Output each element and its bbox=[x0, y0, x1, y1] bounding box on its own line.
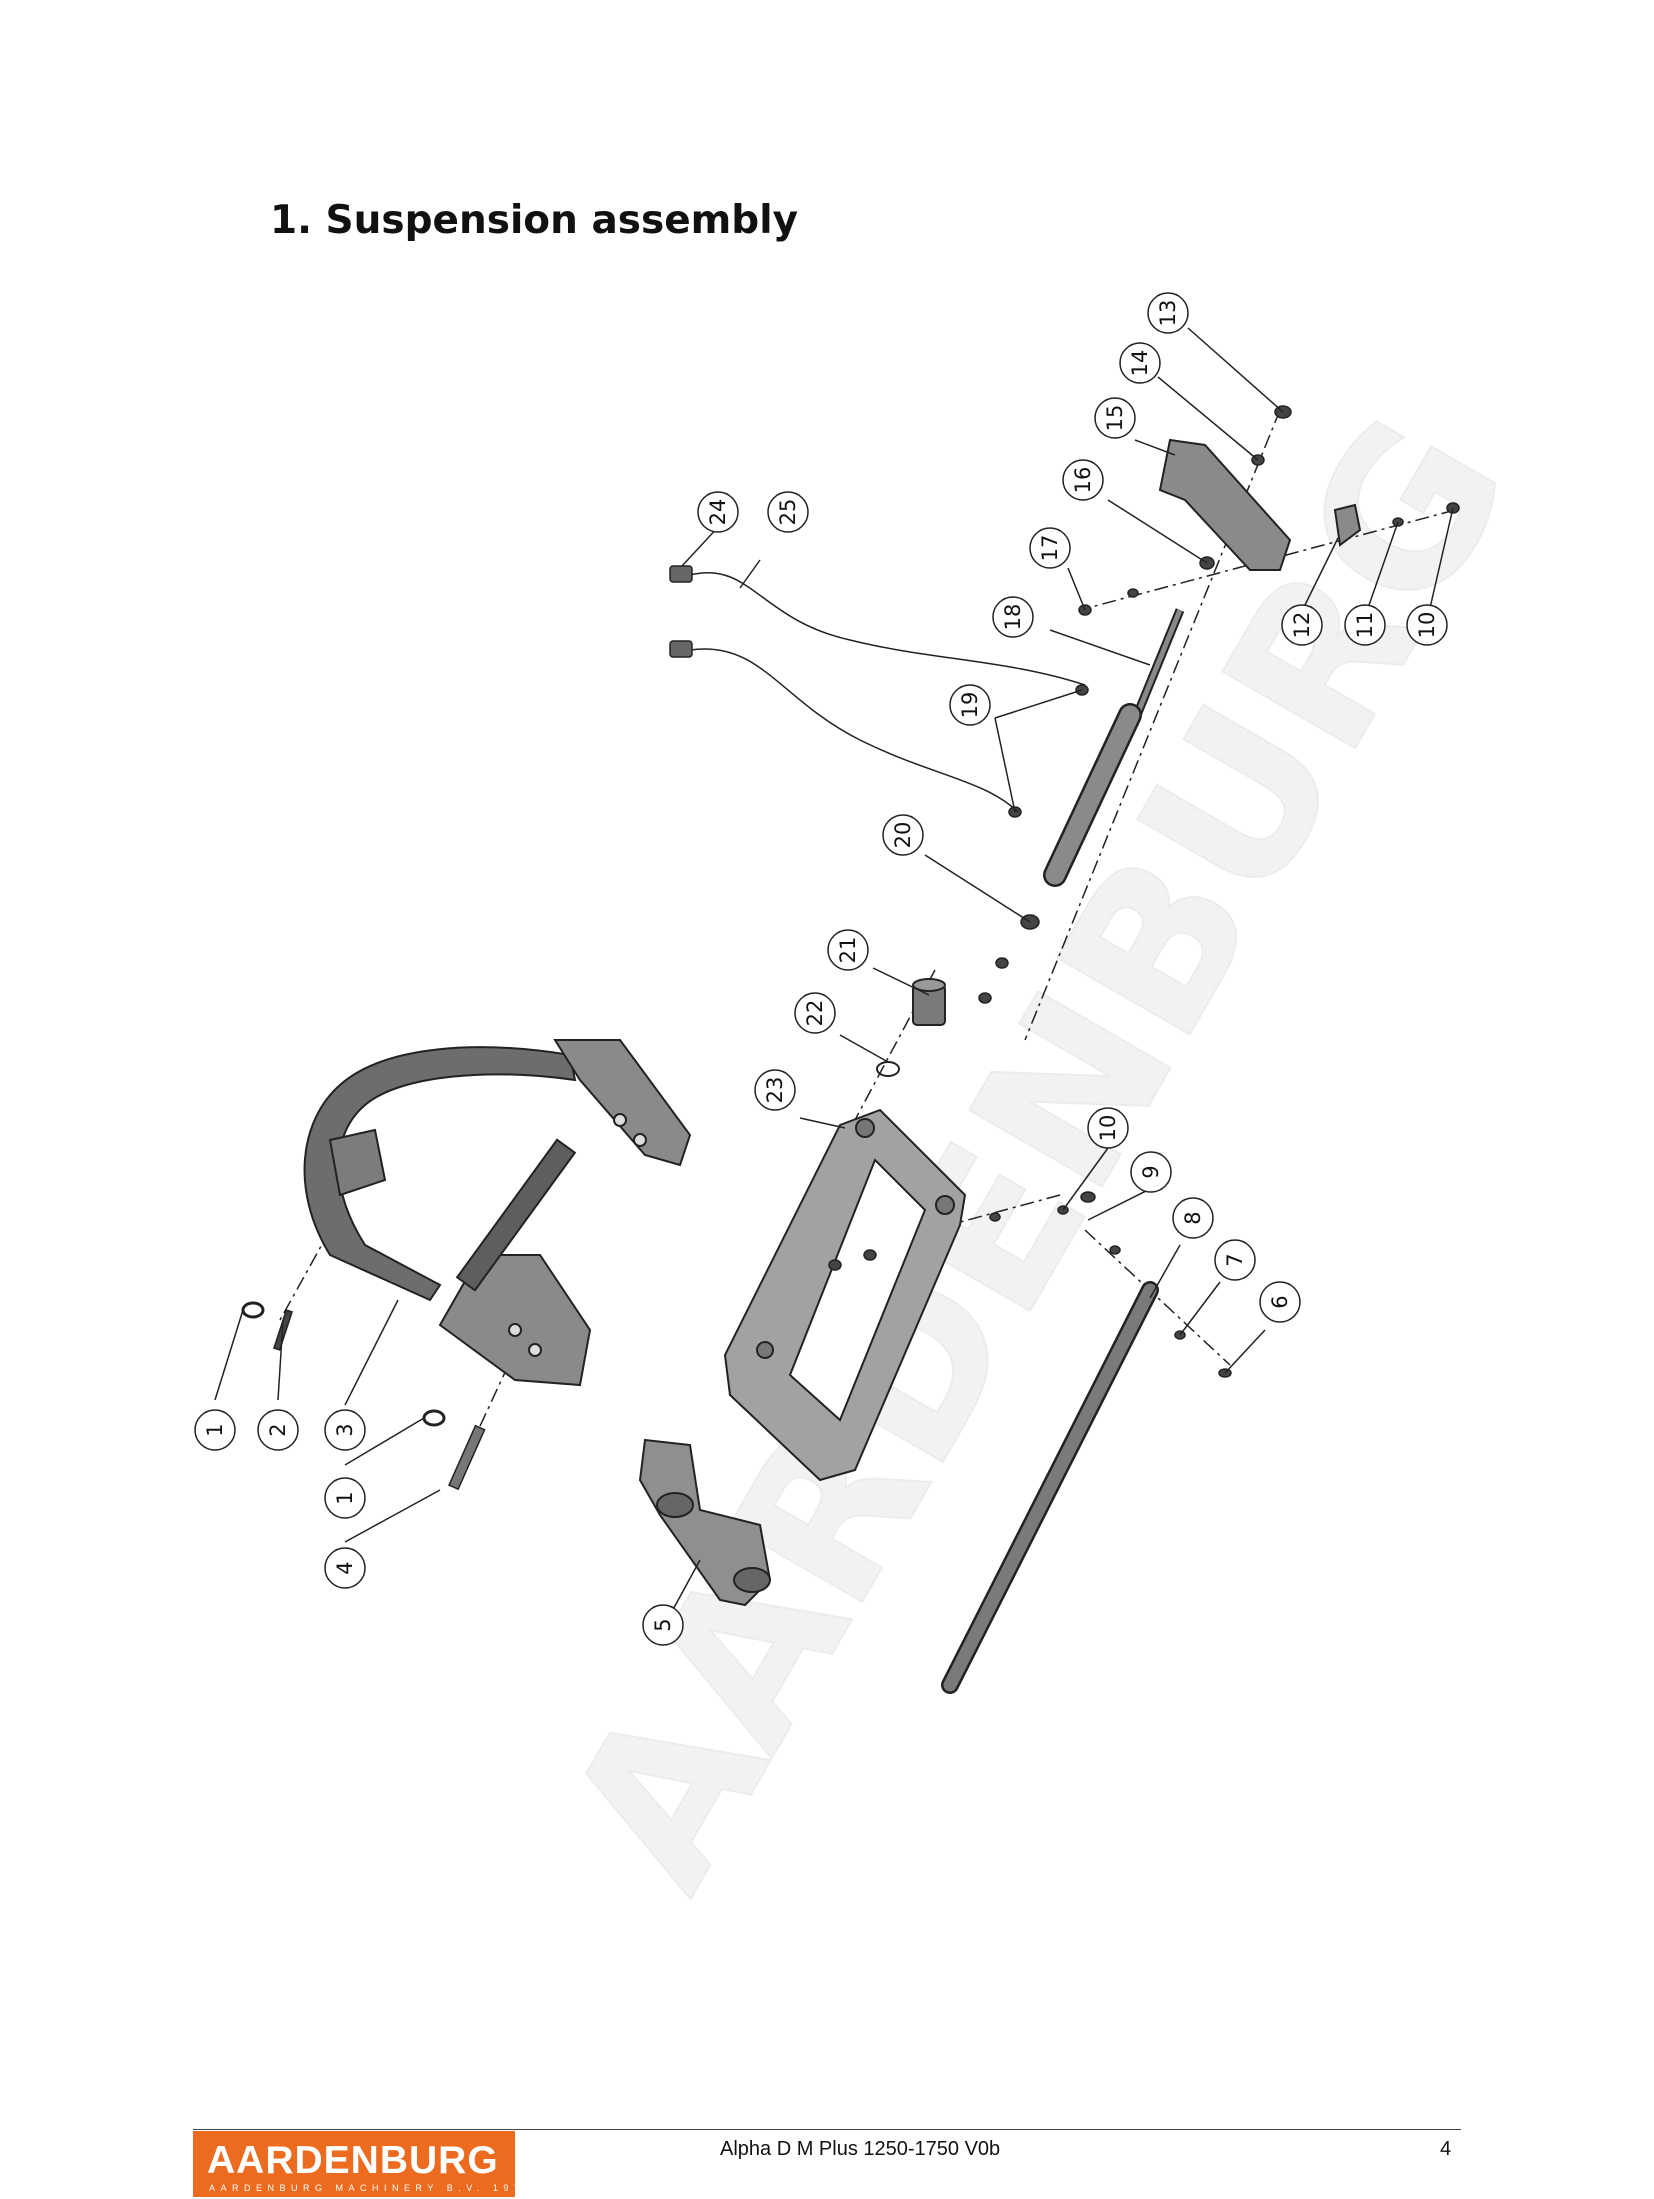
callout-12: 12 bbox=[1281, 604, 1323, 646]
callout-13: 13 bbox=[1147, 292, 1189, 334]
callout-25: 25 bbox=[767, 491, 809, 533]
footer-divider bbox=[193, 2129, 1461, 2130]
callout-11: 11 bbox=[1344, 604, 1386, 646]
svg-text:4: 4 bbox=[333, 1561, 357, 1574]
callout-18: 18 bbox=[992, 596, 1034, 638]
callout-5: 5 bbox=[642, 1604, 684, 1646]
svg-text:5: 5 bbox=[651, 1618, 675, 1631]
part-5-bottom-plate bbox=[638, 1438, 772, 1607]
callout-6: 6 bbox=[1259, 1281, 1301, 1323]
callout-19: 19 bbox=[949, 684, 991, 726]
svg-text:3: 3 bbox=[333, 1423, 357, 1436]
callout-7: 7 bbox=[1214, 1239, 1256, 1281]
svg-text:12: 12 bbox=[1290, 612, 1314, 639]
callout-balloons: 1 2 3 1 4 5 6 7 8 9 10 23 22 21 20 19 18… bbox=[194, 292, 1448, 1646]
part-8-shaft bbox=[941, 1281, 1159, 1694]
svg-text:18: 18 bbox=[1001, 604, 1025, 631]
svg-text:11: 11 bbox=[1353, 612, 1377, 639]
svg-text:24: 24 bbox=[706, 499, 730, 526]
svg-text:15: 15 bbox=[1103, 405, 1127, 432]
svg-text:23: 23 bbox=[763, 1077, 787, 1104]
callout-4: 4 bbox=[324, 1547, 366, 1589]
svg-text:20: 20 bbox=[891, 822, 915, 849]
svg-text:17: 17 bbox=[1038, 535, 1062, 562]
svg-text:9: 9 bbox=[1139, 1165, 1163, 1178]
callout-22: 22 bbox=[794, 992, 836, 1034]
svg-text:6: 6 bbox=[1268, 1295, 1292, 1308]
svg-text:19: 19 bbox=[958, 692, 982, 719]
svg-text:7: 7 bbox=[1223, 1253, 1247, 1266]
svg-text:25: 25 bbox=[776, 499, 800, 526]
logo-text: AARDENBURG bbox=[207, 2139, 499, 2182]
company-logo: AARDENBURG AARDENBURG MACHINERY B.V. 197… bbox=[193, 2131, 529, 2197]
callout-1a: 1 bbox=[194, 1409, 236, 1451]
svg-text:10: 10 bbox=[1096, 1115, 1120, 1142]
logo-subtext: AARDENBURG MACHINERY B.V. 1974 bbox=[209, 2183, 535, 2193]
part-25-hoses bbox=[689, 571, 1086, 813]
leader-lines bbox=[214, 327, 1454, 1616]
part-3-frame bbox=[303, 1039, 692, 1387]
svg-text:10: 10 bbox=[1415, 612, 1439, 639]
svg-text:14: 14 bbox=[1128, 350, 1152, 377]
callout-20: 20 bbox=[882, 814, 924, 856]
svg-text:21: 21 bbox=[836, 937, 860, 964]
callout-16: 16 bbox=[1062, 459, 1104, 501]
part-23-mounting-frame bbox=[723, 1108, 967, 1482]
part-18-cylinder bbox=[1043, 608, 1185, 887]
callout-9: 9 bbox=[1130, 1151, 1172, 1193]
callout-1b: 1 bbox=[324, 1477, 366, 1519]
callout-23: 23 bbox=[754, 1069, 796, 1111]
part-21-bushing bbox=[912, 978, 946, 1026]
callout-24: 24 bbox=[697, 491, 739, 533]
svg-text:2: 2 bbox=[266, 1423, 290, 1436]
callout-3: 3 bbox=[324, 1409, 366, 1451]
callout-21: 21 bbox=[827, 929, 869, 971]
callout-10b: 10 bbox=[1406, 604, 1448, 646]
part-12-plate bbox=[1333, 503, 1362, 547]
part-24-fittings bbox=[669, 565, 693, 658]
document-name: Alpha D M Plus 1250-1750 V0b bbox=[720, 2138, 1001, 2160]
svg-text:22: 22 bbox=[803, 1000, 827, 1027]
callout-10a: 10 bbox=[1087, 1107, 1129, 1149]
callout-8: 8 bbox=[1172, 1197, 1214, 1239]
callout-17: 17 bbox=[1029, 527, 1071, 569]
callout-14: 14 bbox=[1119, 342, 1161, 384]
part-15-bracket bbox=[1158, 438, 1292, 571]
svg-text:1: 1 bbox=[203, 1423, 227, 1436]
svg-text:8: 8 bbox=[1181, 1211, 1205, 1224]
callout-15: 15 bbox=[1094, 397, 1136, 439]
part-22-oring bbox=[876, 1061, 900, 1077]
svg-text:16: 16 bbox=[1071, 467, 1095, 494]
callout-2: 2 bbox=[257, 1409, 299, 1451]
svg-text:1: 1 bbox=[333, 1491, 357, 1504]
svg-text:13: 13 bbox=[1156, 300, 1180, 327]
section-title: 1. Suspension assembly bbox=[270, 198, 798, 243]
page-number: 4 bbox=[1440, 2138, 1452, 2160]
